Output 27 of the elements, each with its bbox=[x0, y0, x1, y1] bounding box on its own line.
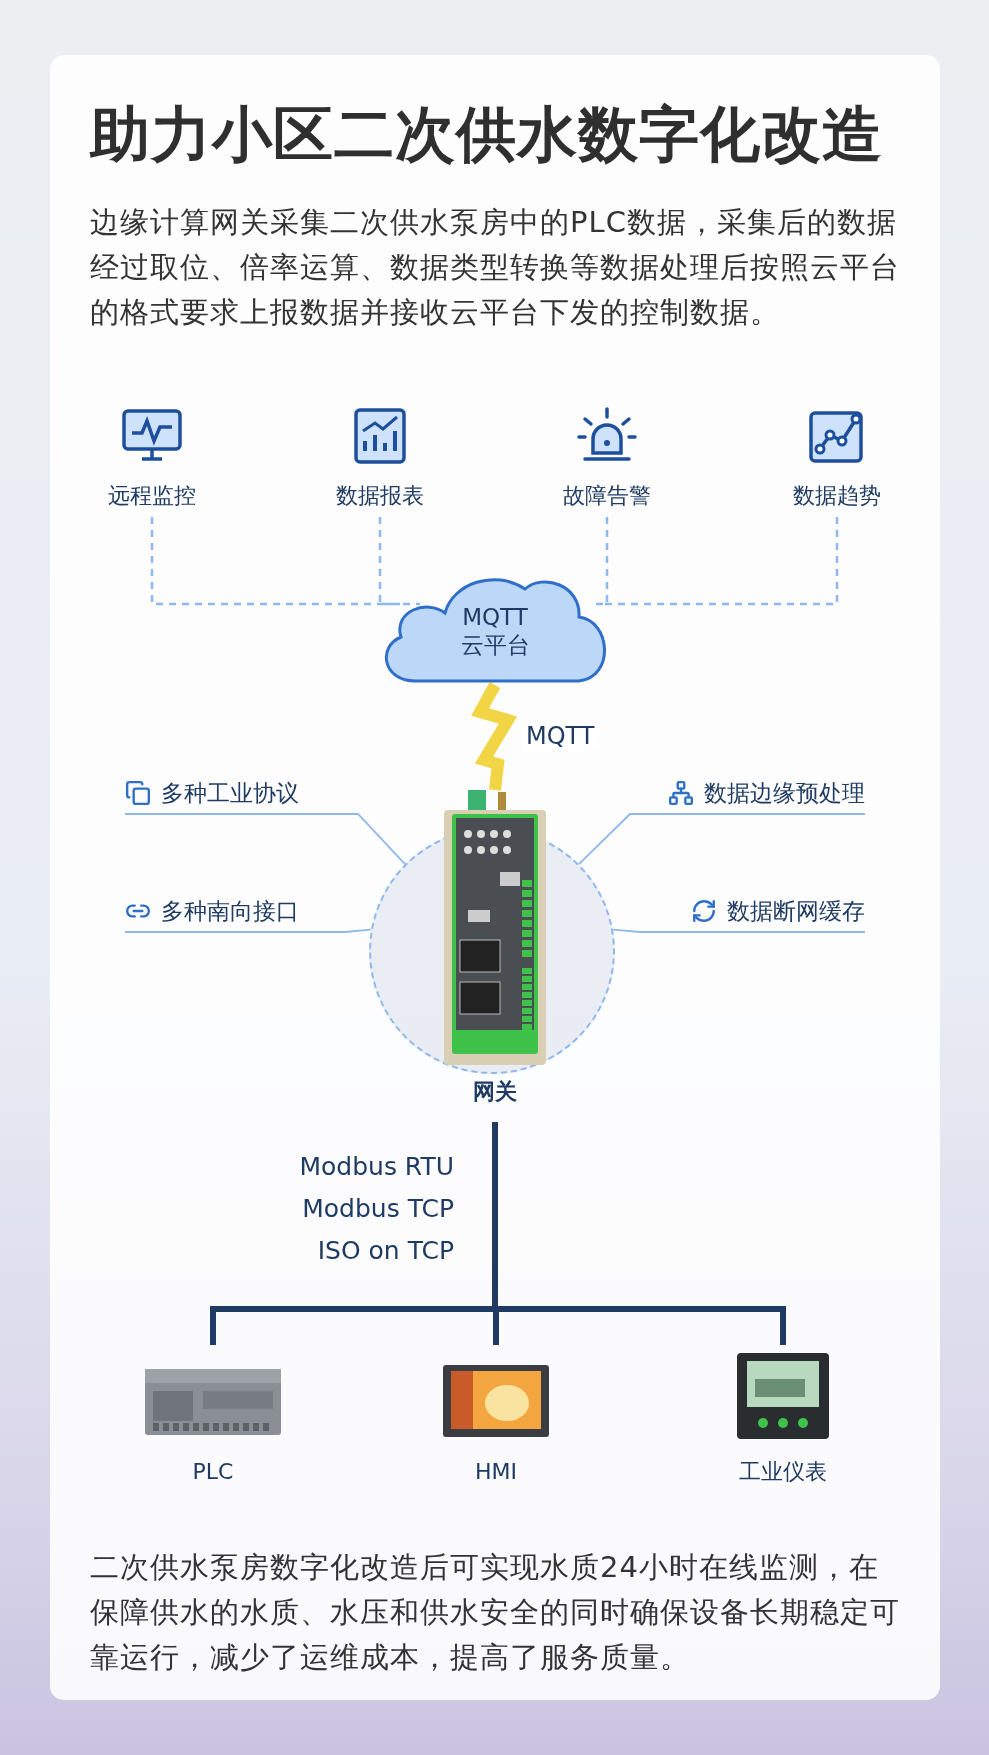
feature-label: 数据断网缓存 bbox=[727, 896, 865, 926]
feature-label: 故障告警 bbox=[563, 483, 651, 510]
leader-line bbox=[124, 928, 372, 933]
device-label: PLC bbox=[192, 1458, 234, 1485]
feature-label: 远程监控 bbox=[108, 483, 196, 510]
lightning-link bbox=[471, 682, 518, 791]
protocol-label: Modbus TCP bbox=[302, 1194, 454, 1223]
device-caption: 网关 bbox=[473, 1078, 517, 1106]
dashed-connector bbox=[150, 517, 420, 606]
cloud-label: MQTT bbox=[462, 604, 528, 632]
feature-label: 数据趋势 bbox=[793, 483, 881, 510]
summary-paragraph: 二次供水泵房数字化改造后可实现水质24小时在线监测，在保障供水的水质、水压和供水安全的同时确保设备长期稳定可靠运行，减少了运维成本，提高了服务质量。 bbox=[90, 1549, 901, 1676]
feature-label: 数据报表 bbox=[336, 483, 424, 510]
leader-line bbox=[578, 813, 866, 865]
feature-label: 数据边缘预处理 bbox=[704, 778, 865, 808]
device-label: 工业仪表 bbox=[739, 1458, 827, 1485]
protocol-label: Modbus RTU bbox=[299, 1152, 454, 1181]
leader-line bbox=[124, 813, 406, 865]
dashed-connector bbox=[378, 517, 400, 606]
intro-paragraph: 边缘计算网关采集二次供水泵房中的PLC数据，采集后的数据经过取位、倍率运算、数据类型转换等数据处理后按照云平台的格式要求上报数据并接收云平台下发的控制数据。 bbox=[90, 204, 901, 331]
cloud-label: 云平台 bbox=[460, 632, 530, 660]
device-label: HMI bbox=[475, 1458, 517, 1485]
leader-line bbox=[612, 928, 866, 933]
title: 助力小区二次供水数字化改造 bbox=[90, 98, 883, 171]
protocol-label: ISO on TCP bbox=[317, 1236, 454, 1265]
feature-label: 多种南向接口 bbox=[161, 896, 299, 926]
feature-label: 多种工业协议 bbox=[161, 778, 299, 808]
